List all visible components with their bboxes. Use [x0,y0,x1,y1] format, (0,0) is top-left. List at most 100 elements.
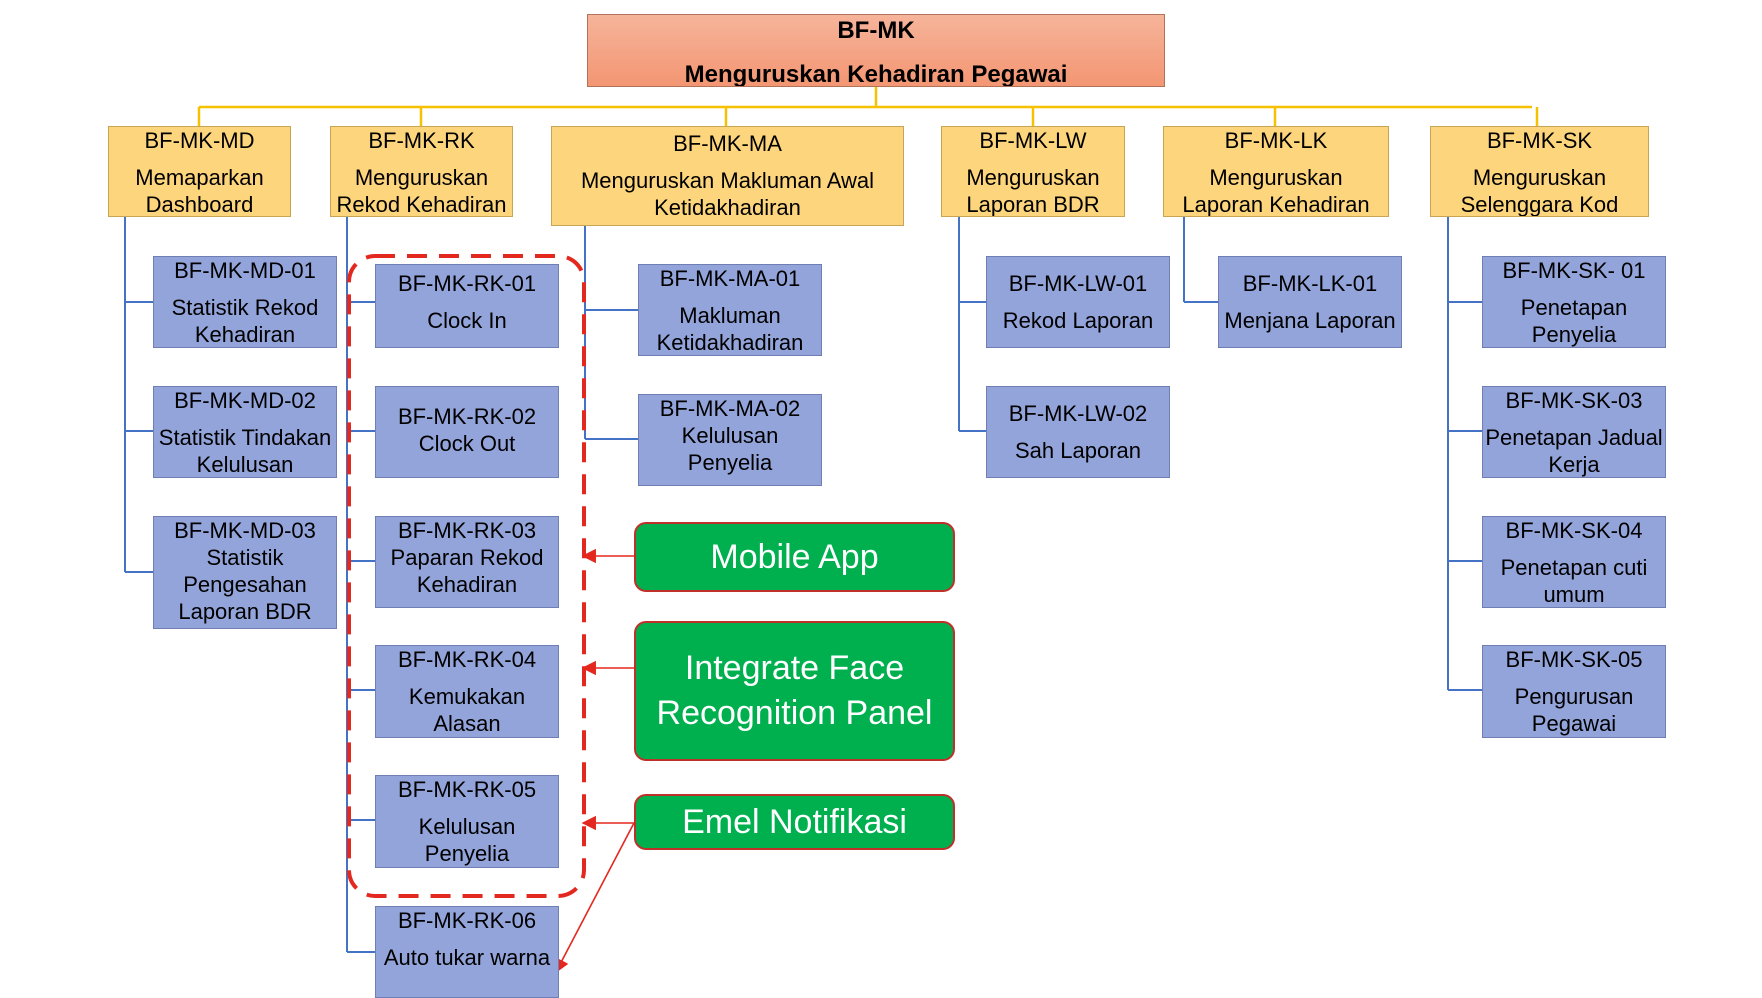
node-label: Kehadiran [194,322,296,347]
node-code: BF-MK-SK-05 [1505,647,1643,672]
module-label: Selenggara Kod [1460,192,1619,217]
node-label: Statistik Tindakan [158,425,332,450]
node-label: Statistik Rekod [171,295,319,320]
node-label: Kemukakan [408,684,526,709]
module-code: BF-MK-LW [979,128,1087,153]
node-label: Kelulusan [681,423,779,448]
module-rk[interactable]: BF-MK-RK Menguruskan Rekod Kehadiran [330,126,513,217]
callout-arrows [555,548,635,974]
node-rk-05[interactable]: BF-MK-RK-05 Kelulusan Penyelia [375,775,559,868]
module-code: BF-MK-MA [673,131,782,156]
node-rk-02[interactable]: BF-MK-RK-02 Clock Out [375,386,559,478]
node-ma-01[interactable]: BF-MK-MA-01 Makluman Ketidakhadiran [638,264,822,356]
module-label: Menguruskan [1209,165,1343,190]
node-code: BF-MK-LK-01 [1242,271,1378,296]
node-code: BF-MK-SK-04 [1505,518,1643,543]
root-code: BF-MK [837,17,915,44]
node-rk-04[interactable]: BF-MK-RK-04 Kemukakan Alasan [375,645,559,738]
node-md-02[interactable]: BF-MK-MD-02 Statistik Tindakan Kelulusan [153,386,337,478]
node-label: Penetapan cuti [1500,555,1648,580]
node-label: Ketidakhadiran [656,330,804,355]
module-label: Menguruskan [966,165,1100,190]
node-sk-05[interactable]: BF-MK-SK-05 Pengurusan Pegawai [1482,645,1666,738]
module-md[interactable]: BF-MK-MD Memaparkan Dashboard [108,126,291,217]
node-label: Alasan [433,711,501,736]
node-code: BF-MK-RK-05 [397,777,537,802]
node-sk-01[interactable]: BF-MK-SK- 01 Penetapan Penyelia [1482,256,1666,348]
module-code: BF-MK-SK [1486,128,1593,153]
node-label: Menjana Laporan [1224,308,1396,333]
module-code: BF-MK-LK [1224,128,1328,153]
node-label: Clock In [427,308,507,333]
callout-label: Integrate Face [684,649,905,687]
node-label: Penyelia [687,450,773,475]
module-label: Laporan Kehadiran [1182,192,1370,217]
callout-label: Mobile App [710,537,879,576]
node-sk-04[interactable]: BF-MK-SK-04 Penetapan cuti umum [1482,516,1666,608]
node-label: Penetapan [1520,295,1628,320]
module-label: Memaparkan [135,165,264,190]
node-code: BF-MK-MA-02 [659,396,801,421]
node-label: Rekod Laporan [1002,308,1154,333]
node-label: Penetapan Jadual [1485,425,1663,450]
node-rk-01[interactable]: BF-MK-RK-01 Clock In [375,264,559,348]
node-label: Kerja [1548,452,1600,477]
node-label: Auto tukar warna [383,945,551,970]
node-lw-01[interactable]: BF-MK-LW-01 Rekod Laporan [986,256,1170,348]
module-label: Laporan BDR [966,192,1100,217]
node-label: Penyelia [1531,322,1617,347]
node-code: BF-MK-RK-04 [397,647,537,672]
module-label: Menguruskan Makluman Awal [580,168,875,193]
node-label: Laporan BDR [178,599,312,624]
node-rk-06[interactable]: BF-MK-RK-06 Auto tukar warna [375,906,559,998]
node-ma-02[interactable]: BF-MK-MA-02 Kelulusan Penyelia [638,394,822,486]
node-label: Kehadiran [416,572,518,597]
module-label: Rekod Kehadiran [336,192,507,217]
node-code: BF-MK-RK-02 [397,404,537,429]
module-label: Ketidakhadiran [654,195,801,220]
node-code: BF-MK-MD-03 [174,518,316,543]
module-code: BF-MK-MD [144,128,255,153]
module-ma[interactable]: BF-MK-MA Menguruskan Makluman Awal Ketid… [551,126,904,226]
module-sk[interactable]: BF-MK-SK Menguruskan Selenggara Kod [1430,126,1649,217]
node-sk-03[interactable]: BF-MK-SK-03 Penetapan Jadual Kerja [1482,386,1666,478]
callout-mobile-app[interactable]: Mobile App [634,522,955,592]
node-code: BF-MK-MA-01 [659,266,801,291]
node-lk-01[interactable]: BF-MK-LK-01 Menjana Laporan [1218,256,1402,348]
node-code: BF-MK-RK-01 [397,271,537,296]
callout-face-recognition[interactable]: Integrate Face Recognition Panel [634,621,955,761]
node-code: BF-MK-RK-03 [397,518,537,543]
node-label: Statistik [206,545,284,570]
node-label: Makluman [679,303,781,328]
node-code: BF-MK-SK-03 [1505,388,1643,413]
module-label: Menguruskan [354,165,489,190]
module-lw[interactable]: BF-MK-LW Menguruskan Laporan BDR [941,126,1125,217]
node-code: BF-MK-LW-02 [1008,401,1148,426]
node-label: umum [1543,582,1605,607]
node-label: Sah Laporan [1015,438,1141,463]
node-code: BF-MK-SK- 01 [1502,258,1646,283]
module-label: Menguruskan [1472,165,1607,190]
module-lk[interactable]: BF-MK-LK Menguruskan Laporan Kehadiran [1163,126,1389,217]
root-connectors [197,87,1539,126]
node-lw-02[interactable]: BF-MK-LW-02 Sah Laporan [986,386,1170,478]
callout-email-notification[interactable]: Emel Notifikasi [634,794,955,850]
callout-label: Emel Notifikasi [682,802,907,841]
module-code: BF-MK-RK [368,128,475,153]
node-label: Clock Out [418,431,516,456]
node-label: Kelulusan [418,814,516,839]
node-label: Paparan Rekod [390,545,544,570]
node-md-01[interactable]: BF-MK-MD-01 Statistik Rekod Kehadiran [153,256,337,348]
node-md-03[interactable]: BF-MK-MD-03 Statistik Pengesahan Laporan… [153,516,337,629]
node-rk-03[interactable]: BF-MK-RK-03 Paparan Rekod Kehadiran [375,516,559,608]
node-label: Pengesahan [183,572,307,597]
callout-label: Recognition Panel [656,694,933,732]
node-code: BF-MK-MD-02 [174,388,316,413]
root-title: Menguruskan Kehadiran Pegawai [684,61,1068,87]
node-code: BF-MK-LW-01 [1008,271,1148,296]
node-label: Penyelia [424,841,510,866]
root-node[interactable]: BF-MK Menguruskan Kehadiran Pegawai [587,14,1165,87]
node-label: Pengurusan [1514,684,1634,709]
node-code: BF-MK-MD-01 [174,258,316,283]
node-label: Pegawai [1531,711,1617,736]
